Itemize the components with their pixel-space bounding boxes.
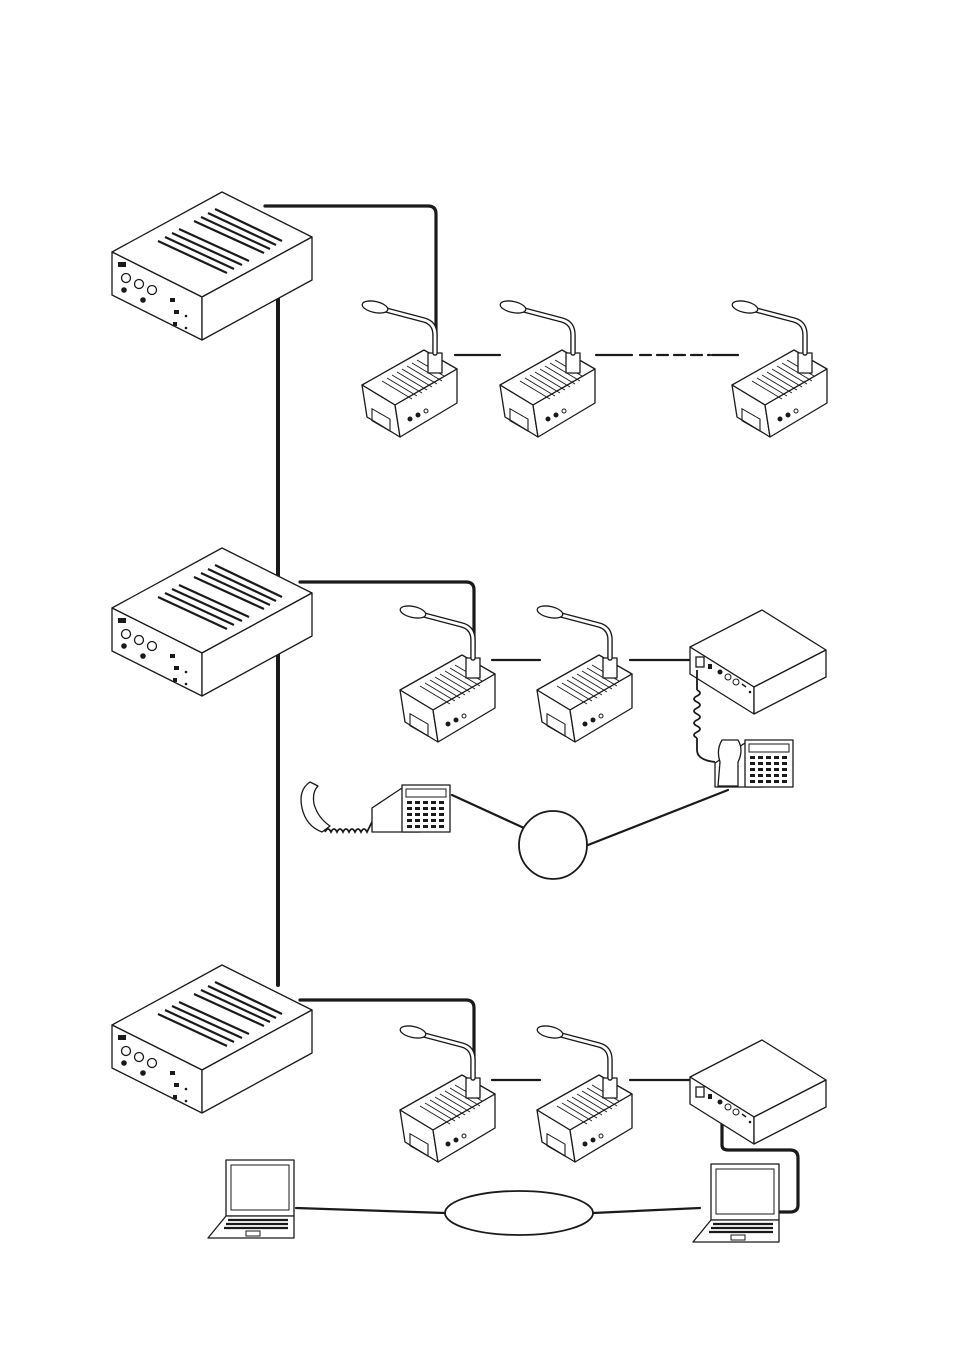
delegate-unit xyxy=(361,299,457,437)
laptop-icon xyxy=(693,1164,779,1242)
desk-telephone xyxy=(715,740,793,787)
network-link xyxy=(296,1208,445,1213)
delegate-unit xyxy=(536,604,632,742)
group-1 xyxy=(112,192,827,437)
unit2-feed-cable xyxy=(300,582,474,650)
unit3-feed-cable xyxy=(300,1000,474,1065)
delegate-unit xyxy=(399,1024,495,1162)
network-link xyxy=(593,1208,700,1213)
pc-interface xyxy=(690,1040,826,1144)
phone-line xyxy=(452,795,524,828)
delegate-unit xyxy=(536,1024,632,1162)
central-unit-2 xyxy=(112,548,312,696)
group-3 xyxy=(112,965,826,1242)
phone-cord xyxy=(325,822,372,832)
central-unit-3 xyxy=(112,965,312,1113)
handset-icon xyxy=(301,782,330,832)
network-ellipse-icon xyxy=(445,1191,593,1235)
phone-line xyxy=(588,790,728,845)
delegate-unit xyxy=(731,299,827,437)
telephone-interface xyxy=(690,610,826,714)
group-2 xyxy=(112,548,826,879)
telephone-network-icon xyxy=(519,811,587,879)
desk-telephone xyxy=(301,782,450,832)
delegate-unit xyxy=(399,604,495,742)
laptop-icon xyxy=(208,1160,294,1238)
central-unit-1 xyxy=(112,192,312,340)
handset-icon xyxy=(718,740,741,786)
delegate-unit xyxy=(499,299,595,437)
